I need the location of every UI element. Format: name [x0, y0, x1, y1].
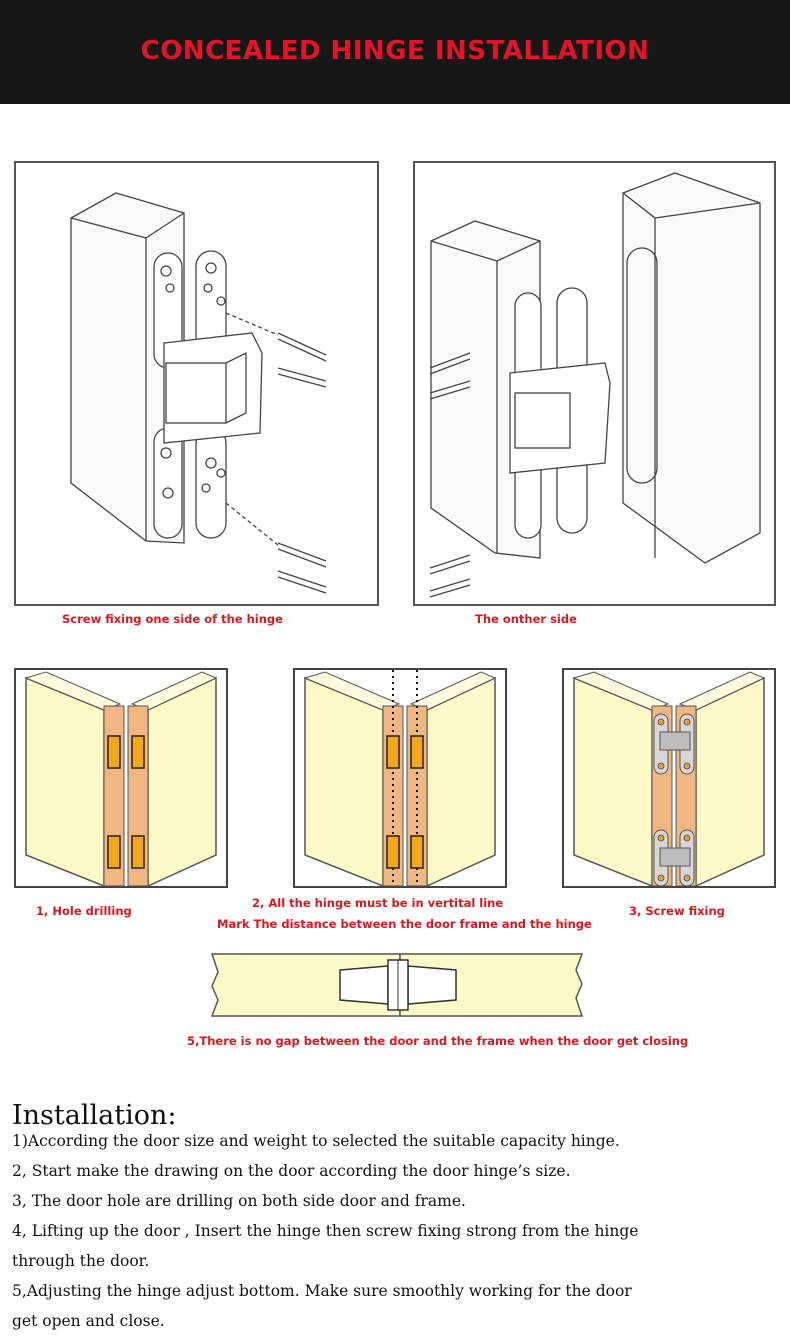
hole-drilling-drawing: [16, 670, 226, 886]
header-banner: CONCEALED HINGE INSTALLATION: [0, 0, 790, 104]
screw-fixing-drawing: [564, 670, 774, 886]
step2-label-line1: 2, All the hinge must be in vertital lin…: [252, 896, 504, 910]
step3-label: 3, Screw fixing: [629, 904, 725, 918]
installation-line: 4, Lifting up the door , Insert the hing…: [12, 1222, 639, 1240]
installation-line: 2, Start make the drawing on the door ac…: [12, 1162, 571, 1180]
installation-heading: Installation:: [12, 1100, 177, 1131]
installation-line: 3, The door hole are drilling on both si…: [12, 1192, 466, 1210]
step1-hole-drilling-diagram: [14, 668, 228, 888]
diagram-screw-fixing-one-side: [14, 161, 379, 606]
step2-vertical-line-diagram: [293, 668, 507, 888]
installation-line: get open and close.: [12, 1312, 165, 1330]
installation-line: through the door.: [12, 1252, 150, 1270]
step3-screw-fixing-diagram: [562, 668, 776, 888]
closed-door-drawing: [210, 953, 584, 1017]
step1-label: 1, Hole drilling: [36, 904, 132, 918]
installation-line: 5,Adjusting the hinge adjust bottom. Mak…: [12, 1282, 632, 1300]
hinge-other-side-drawing: [429, 172, 761, 598]
diagram-other-side: [413, 161, 776, 606]
door-closed-gap-diagram: [210, 948, 585, 1022]
step5-label: 5,There is no gap between the door and t…: [187, 1034, 689, 1048]
page-title: CONCEALED HINGE INSTALLATION: [140, 36, 650, 66]
installation-line: 1)According the door size and weight to …: [12, 1132, 620, 1150]
vertical-line-drawing: [295, 670, 505, 886]
hinge-one-side-drawing: [70, 192, 327, 594]
step2-label-line2: Mark The distance between the door frame…: [217, 917, 592, 931]
caption-other-side: The onther side: [475, 612, 577, 626]
caption-screw-fixing-one-side: Screw fixing one side of the hinge: [62, 612, 283, 626]
